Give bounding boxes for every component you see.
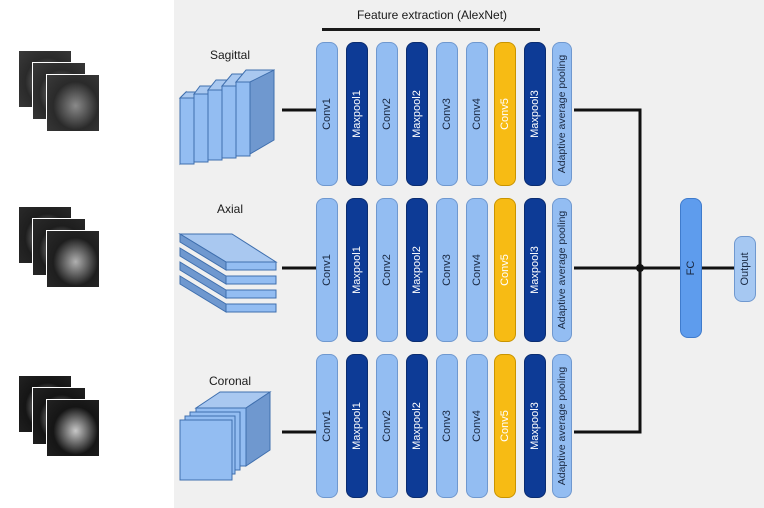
fc-label: FC [685, 260, 697, 276]
coronal-conv3-block: Conv3 [436, 354, 458, 498]
sagittal-conv2-label: Conv2 [381, 98, 393, 130]
sagittal-maxpool2-block: Maxpool2 [406, 42, 428, 186]
sagittal-maxpool1-label: Maxpool1 [351, 90, 363, 138]
plane-label-axial: Axial [216, 202, 243, 216]
axial-maxpool1-label: Maxpool1 [351, 246, 363, 294]
sagittal-conv3-label: Conv3 [441, 98, 453, 130]
mri-sagittal-slice [46, 74, 100, 132]
coronal-maxpool3-label: Maxpool3 [529, 402, 541, 450]
axial-conv4-block: Conv4 [466, 198, 488, 342]
sagittal-conv5-label: Conv5 [499, 98, 511, 130]
coronal-conv4-label: Conv4 [471, 410, 483, 442]
sagittal-volume-icon [178, 69, 276, 166]
sagittal-maxpool3-block: Maxpool3 [524, 42, 546, 186]
coronal-maxpool2-label: Maxpool2 [411, 402, 423, 450]
axial-conv4-label: Conv4 [471, 254, 483, 286]
axial-conv2-block: Conv2 [376, 198, 398, 342]
axial-maxpool3-block: Maxpool3 [524, 198, 546, 342]
axial-maxpool3-label: Maxpool3 [529, 246, 541, 294]
axial-maxpool2-label: Maxpool2 [411, 246, 423, 294]
feature-extraction-title: Feature extraction (AlexNet) [356, 8, 508, 22]
axial-conv1-label: Conv1 [321, 254, 333, 286]
sagittal-conv3-block: Conv3 [436, 42, 458, 186]
sagittal-adaptive-average-pooling-block: Adaptive average pooling [552, 42, 572, 186]
output-label: Output [739, 252, 751, 286]
sagittal-conv5-block: Conv5 [494, 42, 516, 186]
coronal-conv4-block: Conv4 [466, 354, 488, 498]
coronal-maxpool1-block: Maxpool1 [346, 354, 368, 498]
axial-volume-icon [178, 233, 278, 313]
coronal-maxpool2-block: Maxpool2 [406, 354, 428, 498]
axial-maxpool1-block: Maxpool1 [346, 198, 368, 342]
output-block: Output [734, 236, 756, 302]
sagittal-conv2-block: Conv2 [376, 42, 398, 186]
axial-conv5-block: Conv5 [494, 198, 516, 342]
coronal-volume-icon [179, 391, 272, 481]
sagittal-maxpool1-block: Maxpool1 [346, 42, 368, 186]
coronal-conv2-label: Conv2 [381, 410, 393, 442]
coronal-conv5-label: Conv5 [499, 410, 511, 442]
coronal-conv2-block: Conv2 [376, 354, 398, 498]
coronal-conv5-block: Conv5 [494, 354, 516, 498]
sagittal-adaptive-average-pooling-label: Adaptive average pooling [556, 54, 568, 174]
axial-maxpool2-block: Maxpool2 [406, 198, 428, 342]
sagittal-maxpool2-label: Maxpool2 [411, 90, 423, 138]
axial-conv3-block: Conv3 [436, 198, 458, 342]
plane-label-sagittal: Sagittal [209, 48, 251, 62]
sagittal-conv1-block: Conv1 [316, 42, 338, 186]
mri-axial-stack-image [18, 206, 100, 288]
mri-axial-slice [46, 230, 100, 288]
fc-block: FC [680, 198, 702, 338]
sagittal-conv4-label: Conv4 [471, 98, 483, 130]
mri-sagittal-stack-image [18, 50, 100, 132]
coronal-maxpool1-label: Maxpool1 [351, 402, 363, 450]
mri-coronal-slice [46, 399, 100, 457]
coronal-adaptive-average-pooling-label: Adaptive average pooling [556, 366, 568, 486]
sagittal-conv4-block: Conv4 [466, 42, 488, 186]
sagittal-conv1-label: Conv1 [321, 98, 333, 130]
coronal-adaptive-average-pooling-block: Adaptive average pooling [552, 354, 572, 498]
coronal-conv3-label: Conv3 [441, 410, 453, 442]
axial-conv3-label: Conv3 [441, 254, 453, 286]
feature-extraction-bracket [322, 28, 540, 31]
mri-coronal-stack-image [18, 375, 100, 457]
axial-conv1-block: Conv1 [316, 198, 338, 342]
axial-adaptive-average-pooling-block: Adaptive average pooling [552, 198, 572, 342]
axial-conv5-label: Conv5 [499, 254, 511, 286]
sagittal-maxpool3-label: Maxpool3 [529, 90, 541, 138]
axial-adaptive-average-pooling-label: Adaptive average pooling [556, 210, 568, 330]
coronal-conv1-block: Conv1 [316, 354, 338, 498]
axial-conv2-label: Conv2 [381, 254, 393, 286]
plane-label-coronal: Coronal [208, 374, 252, 388]
coronal-conv1-label: Conv1 [321, 410, 333, 442]
coronal-maxpool3-block: Maxpool3 [524, 354, 546, 498]
